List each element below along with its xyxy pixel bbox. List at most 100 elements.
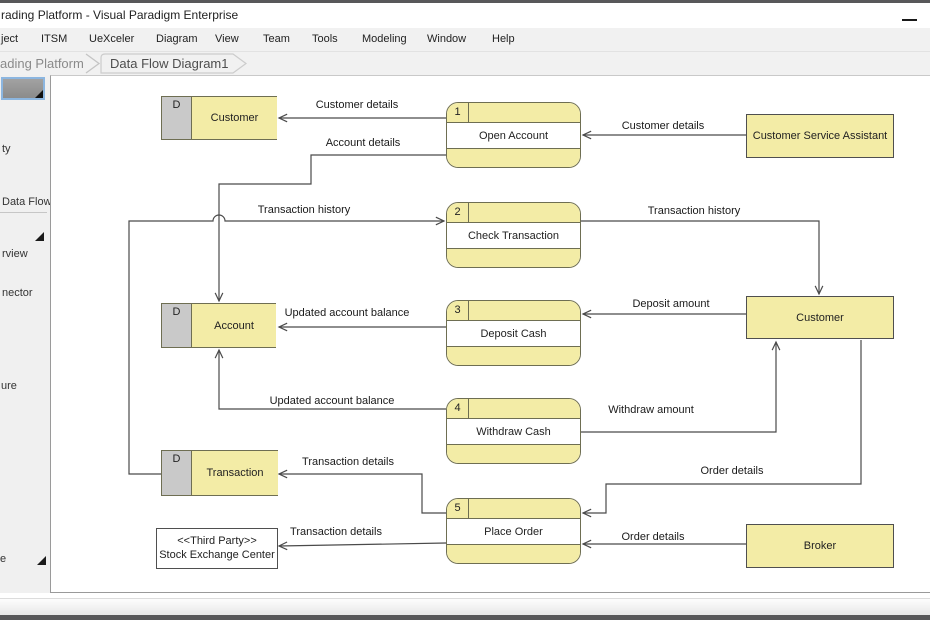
arrowhead-icon <box>581 508 592 518</box>
arrowhead-icon <box>771 340 781 351</box>
palette-item-entity[interactable]: ty <box>2 143 11 155</box>
data-flow[interactable] <box>279 473 446 514</box>
data-store-name: Transaction <box>192 451 278 495</box>
arrowhead-icon <box>581 539 592 549</box>
data-store-transaction[interactable]: D Transaction <box>161 450 278 496</box>
data-store-name: Customer <box>192 97 277 139</box>
flow-label[interactable]: Transaction history <box>648 205 741 217</box>
data-store-name: Account <box>192 304 276 347</box>
menu-help[interactable]: Help <box>492 33 515 45</box>
process-name: Open Account <box>447 123 580 148</box>
cursor-tool-selected[interactable] <box>1 77 45 100</box>
process-header: 1 <box>447 103 580 123</box>
process-number: 2 <box>447 203 469 222</box>
data-flow[interactable] <box>278 542 447 547</box>
flow-label[interactable]: Order details <box>701 465 764 477</box>
tool-palette: ty Data Flow rview nector ure e <box>0 75 52 593</box>
minimize-button[interactable] <box>902 14 917 26</box>
process-check-transaction[interactable]: 2 Check Transaction <box>446 202 581 268</box>
menu-bar: ject ITSM UeXceler Diagram View Team Too… <box>0 28 930 52</box>
flow-label[interactable]: Account details <box>326 137 401 149</box>
process-footer <box>447 248 580 267</box>
process-name: Check Transaction <box>447 223 580 248</box>
process-withdraw-cash[interactable]: 4 Withdraw Cash <box>446 398 581 464</box>
data-store-account[interactable]: D Account <box>161 303 276 348</box>
flow-label[interactable]: Transaction details <box>290 526 382 538</box>
data-flow[interactable] <box>218 154 446 301</box>
menu-tools[interactable]: Tools <box>312 33 338 45</box>
menu-itsm[interactable]: ITSM <box>41 33 68 45</box>
flow-label[interactable]: Order details <box>622 531 685 543</box>
entity-name: Stock Exchange Center <box>159 548 275 561</box>
process-name: Withdraw Cash <box>447 419 580 444</box>
data-flow[interactable] <box>581 342 777 433</box>
arrowhead-icon <box>581 130 592 140</box>
arrowhead-icon <box>277 113 288 123</box>
data-flow[interactable] <box>128 214 444 475</box>
window-bottom-border <box>0 615 930 620</box>
menu-diagram[interactable]: Diagram <box>156 33 198 45</box>
entity-customer[interactable]: Customer <box>746 296 894 339</box>
window-top-border <box>0 0 930 3</box>
arrowhead-icon <box>814 285 824 296</box>
minimize-icon <box>902 19 917 21</box>
flow-label[interactable]: Transaction history <box>258 204 351 216</box>
data-flow[interactable] <box>583 340 862 514</box>
palette-separator <box>0 212 47 213</box>
data-flow[interactable] <box>581 220 820 294</box>
window-title: rading Platform - Visual Paradigm Enterp… <box>1 8 239 22</box>
menu-modeling[interactable]: Modeling <box>362 33 407 45</box>
process-footer <box>447 444 580 463</box>
entity-customer-service-assistant[interactable]: Customer Service Assistant <box>746 114 894 158</box>
arrowhead-icon <box>214 348 224 359</box>
entity-stock-exchange-center[interactable]: <<Third Party>> Stock Exchange Center <box>156 528 278 569</box>
entity-broker[interactable]: Broker <box>746 524 894 568</box>
breadcrumb-diagram[interactable]: Data Flow Diagram1 <box>110 56 229 71</box>
flow-label[interactable]: Customer details <box>316 99 399 111</box>
process-header: 3 <box>447 301 580 321</box>
process-deposit-cash[interactable]: 3 Deposit Cash <box>446 300 581 366</box>
status-bar <box>0 598 930 615</box>
palette-item-data-flow[interactable]: Data Flow <box>2 196 52 208</box>
flow-label[interactable]: Customer details <box>622 120 705 132</box>
data-flow[interactable] <box>218 350 446 410</box>
breadcrumb-project[interactable]: ading Platform <box>0 56 84 71</box>
arrowhead-icon <box>277 541 288 551</box>
arrowhead-icon <box>581 309 592 319</box>
corner-expand-icon[interactable] <box>37 556 46 565</box>
process-name: Deposit Cash <box>447 321 580 346</box>
entity-stereotype: <<Third Party>> <box>177 534 257 547</box>
process-number: 5 <box>447 499 469 518</box>
process-header: 4 <box>447 399 580 419</box>
palette-item-overview[interactable]: rview <box>2 248 28 260</box>
flow-label[interactable]: Updated account balance <box>285 307 410 319</box>
menu-view[interactable]: View <box>215 33 239 45</box>
process-header: 5 <box>447 499 580 519</box>
process-number: 1 <box>447 103 469 122</box>
flow-label[interactable]: Transaction details <box>302 456 394 468</box>
menu-team[interactable]: Team <box>263 33 290 45</box>
process-footer <box>447 346 580 365</box>
arrowhead-icon <box>435 216 446 226</box>
process-number: 4 <box>447 399 469 418</box>
palette-item-ure[interactable]: ure <box>1 380 17 392</box>
corner-expand-icon[interactable] <box>35 232 44 241</box>
flow-label[interactable]: Deposit amount <box>632 298 709 310</box>
flow-label[interactable]: Withdraw amount <box>608 404 694 416</box>
flow-label[interactable]: Updated account balance <box>270 395 395 407</box>
process-number: 3 <box>447 301 469 320</box>
process-place-order[interactable]: 5 Place Order <box>446 498 581 564</box>
palette-item-e[interactable]: e <box>0 553 7 565</box>
menu-uexceler[interactable]: UeXceler <box>89 33 135 45</box>
palette-item-connector[interactable]: nector <box>2 287 33 299</box>
breadcrumb-chevron-icon <box>85 53 248 74</box>
process-open-account[interactable]: 1 Open Account <box>446 102 581 168</box>
menu-window[interactable]: Window <box>427 33 467 45</box>
process-footer <box>447 148 580 167</box>
menu-project[interactable]: ject <box>1 33 19 45</box>
data-store-id: D <box>162 304 192 347</box>
data-store-customer[interactable]: D Customer <box>161 96 277 140</box>
